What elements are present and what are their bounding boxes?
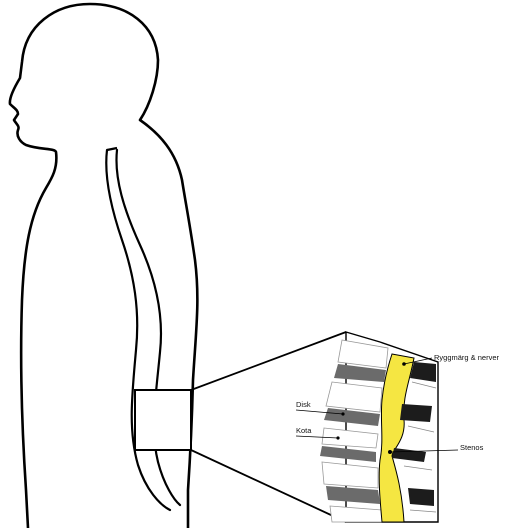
label-vertebra: Kota	[296, 426, 312, 435]
spine-top-cap	[107, 148, 117, 150]
projection-line-top	[191, 332, 346, 390]
label-stenosis: Stenos	[460, 443, 484, 452]
label-spinal-cord: Ryggmärg & nerver	[434, 353, 500, 362]
posterior-element	[400, 404, 432, 422]
point-vertebra	[336, 436, 339, 439]
posterior-element	[408, 488, 434, 506]
point-disc	[341, 412, 344, 415]
point-spinal-cord	[402, 362, 406, 366]
spine-back-edge	[116, 150, 180, 505]
point-stenosis	[388, 450, 392, 454]
label-disc: Disk	[296, 400, 311, 409]
magnify-region-box	[135, 390, 191, 450]
projection-line-bottom	[191, 450, 346, 522]
